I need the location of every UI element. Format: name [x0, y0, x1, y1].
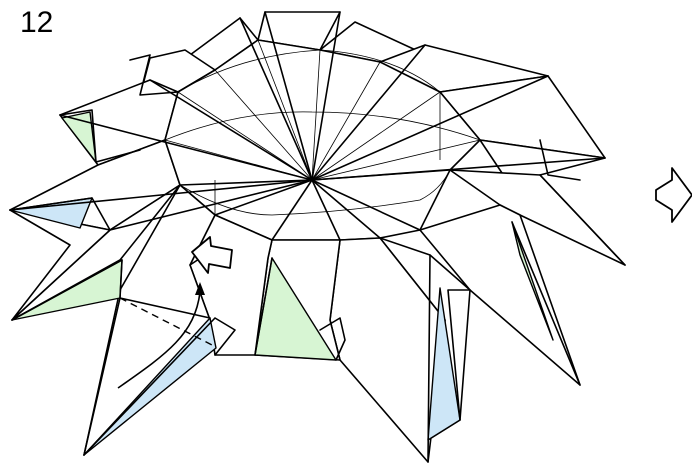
hollow-next-arrow-icon	[656, 168, 692, 222]
